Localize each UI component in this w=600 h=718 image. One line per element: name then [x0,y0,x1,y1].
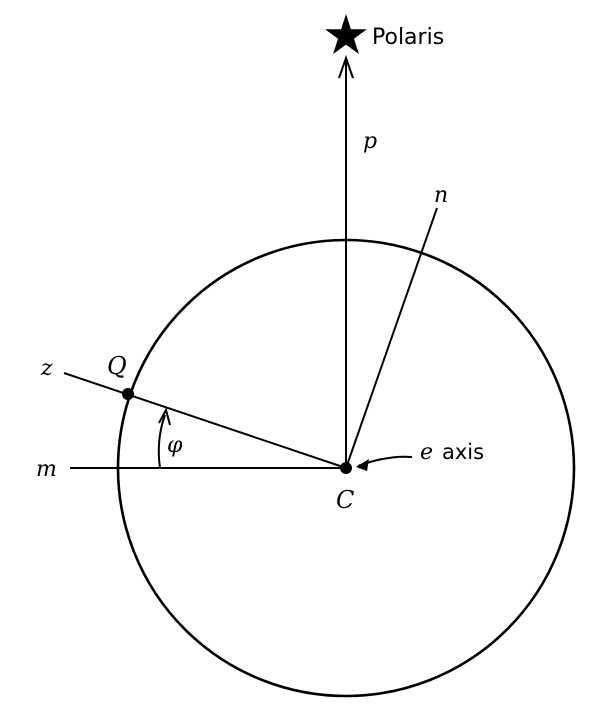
label-p: p [363,129,377,154]
polaris-star-icon [325,14,367,54]
label-m: m [36,457,57,482]
label-e-symbol: e [420,440,433,465]
label-phi: φ [167,433,183,458]
angle-phi-arrowhead [158,407,171,426]
point-q [122,388,134,400]
label-c: C [336,486,354,514]
line-z [63,372,347,469]
label-n: n [434,183,448,208]
normal-line-n [345,207,438,469]
label-axis-word: axis [442,440,484,464]
angle-phi-arc [157,414,166,469]
polar-axis-arrowhead [338,54,354,79]
label-q: Q [107,352,127,380]
point-c [340,462,352,474]
label-polaris: Polaris [372,25,444,50]
label-z: z [40,356,53,381]
e-axis-pointer-head [356,459,369,471]
